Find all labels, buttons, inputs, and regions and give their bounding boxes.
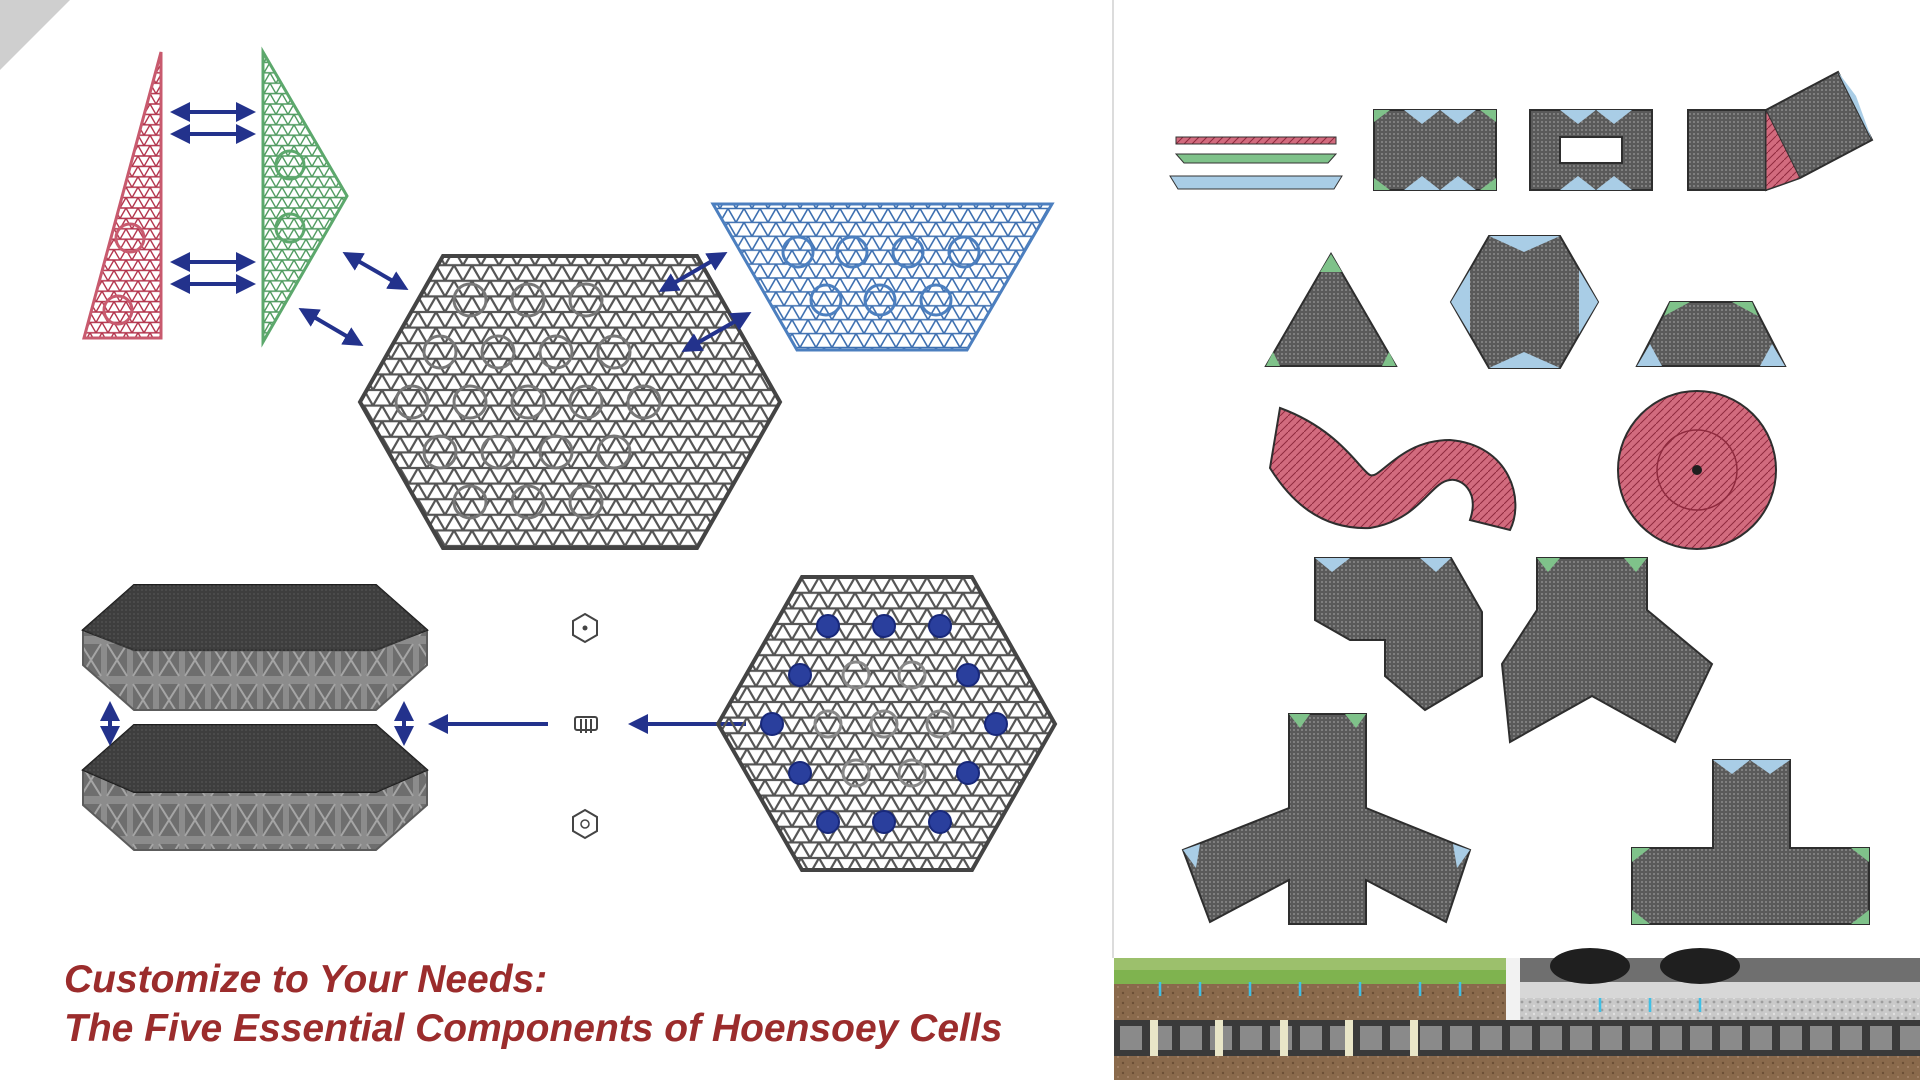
config-s-curve xyxy=(1268,406,1517,532)
configuration-gallery xyxy=(1169,70,1874,925)
config-circle xyxy=(1617,390,1777,550)
config-y-shape xyxy=(1500,557,1714,744)
cell-block-bottom xyxy=(81,724,429,851)
config-hexagon xyxy=(1449,235,1600,369)
tire-icon xyxy=(1550,948,1740,984)
title-line-1: Customize to Your Needs: xyxy=(64,958,548,1001)
config-rectangle xyxy=(1373,109,1497,191)
cell-block-top xyxy=(81,584,429,711)
corner-accent xyxy=(0,0,70,70)
config-flat-components xyxy=(1169,136,1343,190)
base-hexagon-component xyxy=(715,575,1058,872)
title-line-2: The Five Essential Components of Hoensoe… xyxy=(64,1007,1003,1050)
config-l-shape xyxy=(1314,557,1483,712)
installation-cross-section xyxy=(1114,948,1920,1080)
connector-hex-pin-icon xyxy=(572,808,598,840)
connector-clip-icon xyxy=(574,716,598,733)
slide-title: Customize to Your Needs: The Five Essent… xyxy=(64,955,1002,1053)
config-frame xyxy=(1529,109,1653,191)
stacked-cells-illustration xyxy=(81,584,429,851)
half-triangle-green-component xyxy=(261,46,349,348)
config-angled-bend xyxy=(1687,70,1874,192)
component-exploded-diagram xyxy=(81,46,1058,872)
config-t-shape xyxy=(1631,759,1870,925)
half-hexagon-blue-component xyxy=(710,202,1055,352)
connector-hex-icon xyxy=(572,612,598,644)
config-triangle xyxy=(1264,252,1398,367)
panel-divider xyxy=(1112,0,1114,958)
half-triangle-red-component xyxy=(82,51,163,340)
config-trapezoid xyxy=(1635,301,1787,367)
config-large-y-shape xyxy=(1181,713,1472,925)
